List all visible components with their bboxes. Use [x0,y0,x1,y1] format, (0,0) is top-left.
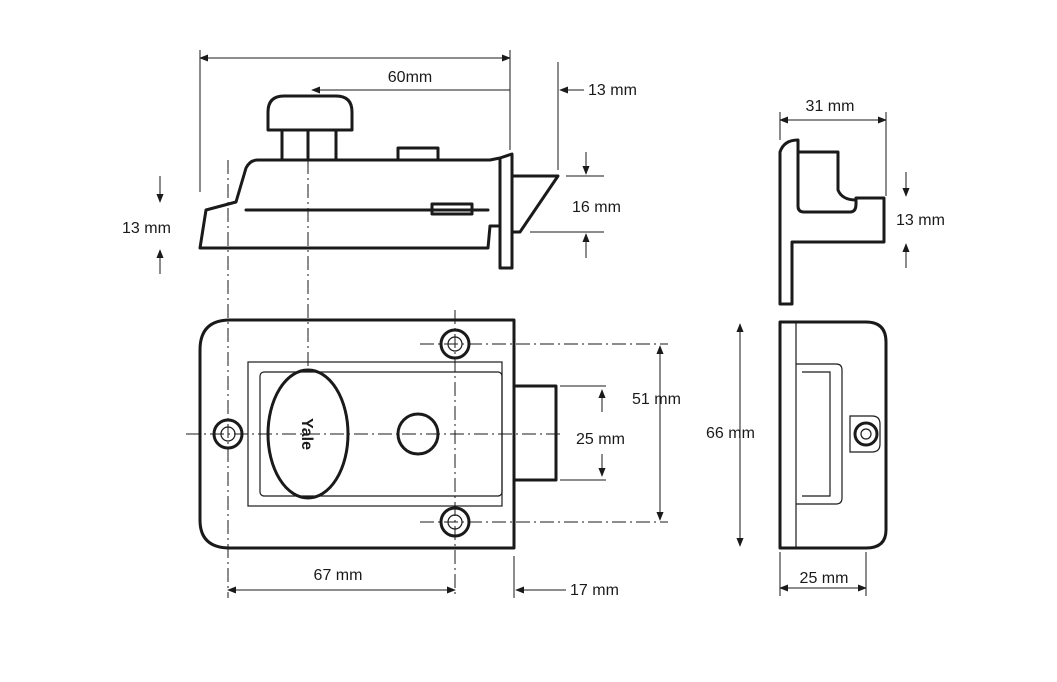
knob-stem [280,128,338,162]
screw-hole-left-inner [220,426,236,442]
front-view: Yale 51 mm 25 mm 67 mm 17 mm [186,160,681,599]
staple-plate [498,152,514,270]
dim-17-label: 17 mm [570,582,619,599]
cylinder-hole [396,412,440,456]
end-screw-hole [853,421,879,447]
end-recess-inner [802,371,831,497]
knob [266,94,354,132]
screw-hole-left [212,418,244,450]
mid-block [430,202,474,216]
dim-60-label: 60mm [388,69,432,86]
dim-25-bolt-label: 25 mm [576,431,625,448]
end-view: 66 mm 25 mm [706,320,888,596]
inner-panel-inner [259,371,503,497]
dim-31-label: 31 mm [806,98,855,115]
dim-13-top-label: 13 mm [588,82,637,99]
side-profile [778,138,886,306]
dim-67-label: 67 mm [314,567,363,584]
brand-label: Yale [298,418,315,450]
bolt-box [512,384,558,482]
end-screw-hole-inner [860,428,872,440]
screw-hole-bottom-inner [447,514,463,530]
dim-13-left-label: 13 mm [122,220,171,237]
dim-66-label: 66 mm [706,425,755,442]
dim-13-side-label: 13 mm [896,212,945,229]
brand-oval [266,368,350,500]
dim-25-depth-label: 25 mm [800,570,849,587]
top-block [396,146,440,162]
dim-51-label: 51 mm [632,391,681,408]
top-view: 60mm 13 mm 13 mm 16 mm [122,50,637,274]
side-knob-block [796,150,858,202]
screw-hole-top-inner [447,336,463,352]
dim-16-label: 16 mm [572,199,621,216]
latch-bolt [510,174,560,234]
side-view: 31 mm 13 mm [778,98,945,306]
screw-hole-top [439,328,471,360]
end-screw-tab [849,415,881,453]
screw-hole-bottom [439,506,471,538]
case-outline [198,318,516,550]
end-outline [778,320,888,550]
end-recess [796,363,843,505]
